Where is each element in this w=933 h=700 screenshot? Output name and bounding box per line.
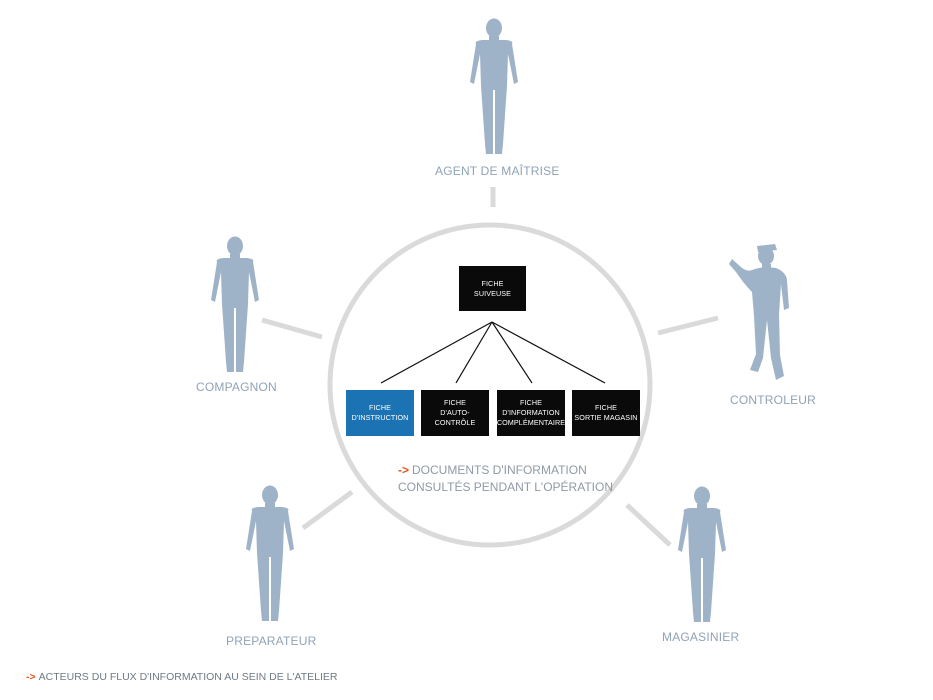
spoke-compagnon — [261, 317, 323, 340]
box-fiche-auto-controle: FICHE D'AUTO-CONTRÔLE — [421, 390, 489, 436]
note-arrow-icon: -> — [398, 463, 410, 477]
actor-label-agent: AGENT DE MAÎTRISE — [435, 164, 560, 178]
spoke-preparateur — [301, 489, 354, 531]
documents-note: ->DOCUMENTS D'INFORMATION CONSULTÉS PEND… — [398, 462, 618, 495]
actor-label-controleur: CONTROLEUR — [730, 393, 817, 407]
box-fiche-information: FICHE D'INFORMATION COMPLÉMENTAIRE — [497, 390, 565, 436]
actor-label-magasinier: MAGASINIER — [662, 630, 740, 644]
footer-text: ACTEURS DU FLUX D'INFORMATION AU SEIN DE… — [38, 671, 338, 683]
tree-connectors — [380, 321, 606, 384]
controleur-figure — [729, 244, 789, 380]
magasinier-figure — [678, 486, 726, 622]
actor-label-compagnon: COMPAGNON — [196, 380, 277, 394]
agent-figure — [470, 18, 518, 154]
box-fiche-suiveuse: FICHE SUIVEUSE — [459, 266, 526, 311]
spoke-controleur — [657, 315, 719, 336]
footer-arrow-icon: -> — [26, 671, 36, 683]
footer-caption: ->ACTEURS DU FLUX D'INFORMATION AU SEIN … — [26, 671, 337, 683]
box-fiche-instruction-label: FICHE D'INSTRUCTION — [351, 403, 409, 422]
box-fiche-instruction: FICHE D'INSTRUCTION — [346, 390, 414, 436]
spoke-magasinier — [625, 503, 672, 547]
box-fiche-auto-controle-label: FICHE D'AUTO-CONTRÔLE — [434, 398, 476, 427]
central-circle — [327, 222, 653, 548]
box-fiche-suiveuse-label: FICHE SUIVEUSE — [473, 278, 512, 298]
box-fiche-information-label: FICHE D'INFORMATION COMPLÉMENTAIRE — [496, 398, 566, 427]
preparateur-figure — [246, 485, 294, 621]
box-fiche-sortie-magasin: FICHE SORTIE MAGASIN — [572, 390, 640, 436]
box-fiche-sortie-magasin-label: FICHE SORTIE MAGASIN — [574, 403, 638, 422]
compagnon-figure — [211, 236, 259, 372]
actor-label-preparateur: PREPARATEUR — [226, 634, 317, 648]
note-text: DOCUMENTS D'INFORMATION CONSULTÉS PENDAN… — [398, 463, 613, 494]
